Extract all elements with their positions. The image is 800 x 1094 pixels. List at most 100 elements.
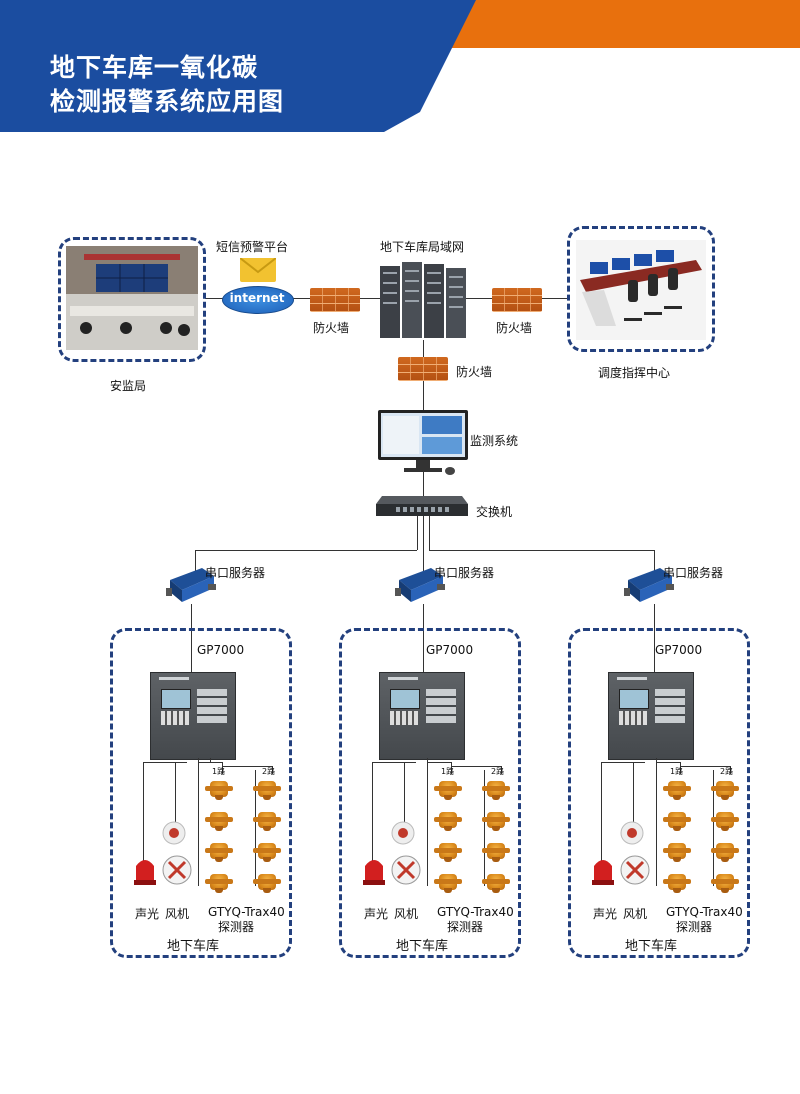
serial-server-1-label: 串口服务器	[205, 566, 266, 580]
firewall-left-label: 防火墙	[313, 321, 350, 335]
controller-1-label: GP7000	[197, 643, 245, 657]
gp7000-panel-2	[379, 672, 465, 760]
firewall-left-icon	[310, 288, 360, 312]
detector-2-sub: 探测器	[447, 920, 484, 934]
lan-label: 地下车库局域网	[380, 240, 465, 254]
sms-platform-label: 短信预警平台	[216, 240, 289, 254]
header-banner	[0, 0, 800, 132]
detector-icon	[253, 812, 281, 831]
header-blue-band	[0, 0, 476, 132]
detector-icon	[253, 874, 281, 893]
firewall-right-icon	[492, 288, 542, 312]
switch-label: 交换机	[476, 505, 513, 519]
garage-box-1	[110, 628, 292, 958]
route1-1: 1路	[212, 767, 226, 776]
detector-icon	[205, 843, 233, 862]
alarm-light-icon	[363, 860, 385, 885]
monitor-system-label: 监测系统	[470, 434, 519, 448]
line-switch-right	[429, 515, 430, 550]
fan-icon	[620, 855, 650, 885]
detector-icon	[711, 781, 739, 800]
detector-3-label: GTYQ-Trax40	[666, 905, 743, 919]
detector-icon	[482, 843, 510, 862]
detector-icon	[711, 812, 739, 831]
detector-2-label: GTYQ-Trax40	[437, 905, 514, 919]
route1-3: 1路	[670, 767, 684, 776]
envelope-icon	[240, 258, 276, 282]
safety-bureau-label: 安监局	[110, 379, 147, 393]
detector-icon	[205, 781, 233, 800]
firewall-mid-label: 防火墙	[456, 365, 493, 379]
fan-1-label: 风机	[165, 907, 190, 921]
firewall-right-label: 防火墙	[496, 321, 533, 335]
detector-icon	[205, 812, 233, 831]
detector-icon	[663, 874, 691, 893]
detector-icon	[253, 781, 281, 800]
alarm-1-label: 声光	[135, 907, 160, 921]
garage-2-name: 地下车库	[396, 939, 449, 954]
detector-icon	[663, 781, 691, 800]
alarm-light-icon	[592, 860, 614, 885]
line-server-panel-3	[654, 604, 655, 672]
detector-icon	[434, 874, 462, 893]
detector-icon	[482, 812, 510, 831]
line-down-right	[654, 550, 655, 575]
detector-icon	[663, 843, 691, 862]
line-switch-left	[417, 515, 418, 550]
dispatch-room-image	[576, 240, 706, 340]
serial-server-1-icon	[166, 568, 216, 602]
dispatch-center-box	[567, 226, 715, 352]
header-orange-band	[420, 0, 800, 48]
fan-top-icon	[391, 821, 415, 845]
gp7000-panel-1	[150, 672, 236, 760]
detector-icon	[711, 843, 739, 862]
line-server-panel-2	[423, 604, 424, 672]
serial-server-3-icon	[624, 568, 674, 602]
route2-3: 2路	[720, 767, 734, 776]
line-bus-left	[195, 550, 417, 551]
controller-2-label: GP7000	[426, 643, 474, 657]
detector-icon	[663, 812, 691, 831]
firewall-mid-icon	[398, 357, 448, 381]
route1-2: 1路	[441, 767, 455, 776]
detector-3-sub: 探测器	[676, 920, 713, 934]
internet-cloud	[222, 286, 294, 314]
fan-3-label: 风机	[623, 907, 648, 921]
controller-3-label: GP7000	[655, 643, 703, 657]
detector-1-sub: 探测器	[218, 920, 255, 934]
alarm-3-label: 声光	[593, 907, 618, 921]
detector-icon	[434, 812, 462, 831]
switch-icon	[376, 496, 468, 516]
internet-label: internet	[229, 291, 285, 305]
route2-1: 2路	[262, 767, 276, 776]
detector-icon	[434, 781, 462, 800]
garage-1-name: 地下车库	[167, 939, 220, 954]
fan-top-icon	[162, 821, 186, 845]
fan-icon	[391, 855, 421, 885]
garage-box-2	[339, 628, 521, 958]
fan-icon	[162, 855, 192, 885]
fan-2-label: 风机	[394, 907, 419, 921]
alarm-2-label: 声光	[364, 907, 389, 921]
serial-server-2-icon	[395, 568, 445, 602]
line-bus-right	[429, 550, 654, 551]
detector-icon	[482, 781, 510, 800]
garage-3-name: 地下车库	[625, 939, 678, 954]
page-title-line2: 检测报警系统应用图	[50, 87, 285, 116]
fan-top-icon	[620, 821, 644, 845]
serial-server-2-label: 串口服务器	[434, 566, 495, 580]
line-server-panel-1	[191, 604, 192, 672]
route2-2: 2路	[491, 767, 505, 776]
detector-icon	[711, 874, 739, 893]
garage-box-3	[568, 628, 750, 958]
control-room-image	[66, 246, 198, 350]
serial-server-3-label: 串口服务器	[663, 566, 724, 580]
detector-icon	[253, 843, 281, 862]
safety-bureau-box	[58, 237, 206, 362]
alarm-light-icon	[134, 860, 156, 885]
detector-icon	[205, 874, 233, 893]
line-switch-mid	[423, 515, 424, 575]
server-rack-icon	[380, 262, 466, 338]
detector-icon	[434, 843, 462, 862]
gp7000-panel-3	[608, 672, 694, 760]
